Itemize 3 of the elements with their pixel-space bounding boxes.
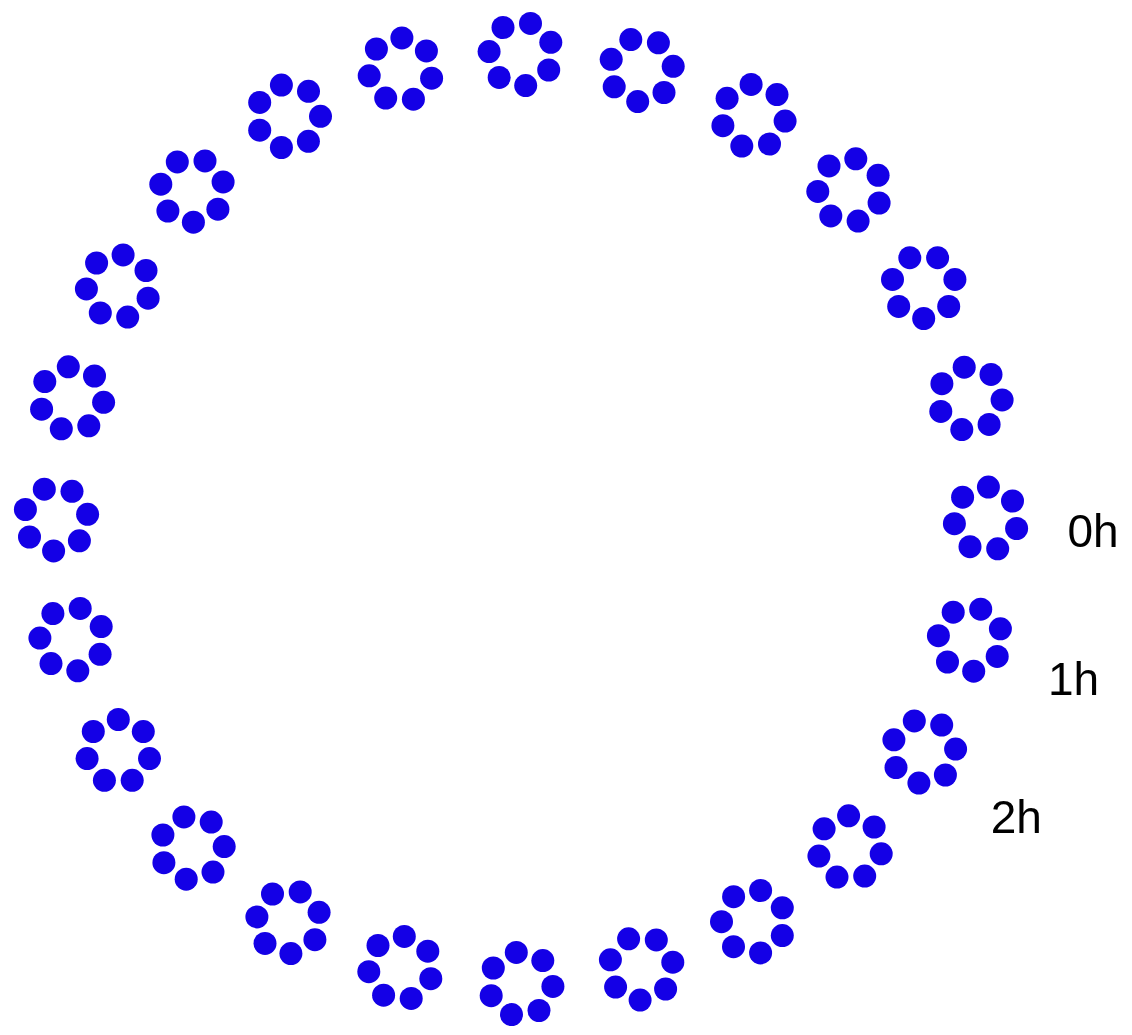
time-label: 1h: [1047, 656, 1100, 703]
time-label: 2h: [990, 794, 1042, 840]
time-label: 0h: [1067, 508, 1119, 554]
